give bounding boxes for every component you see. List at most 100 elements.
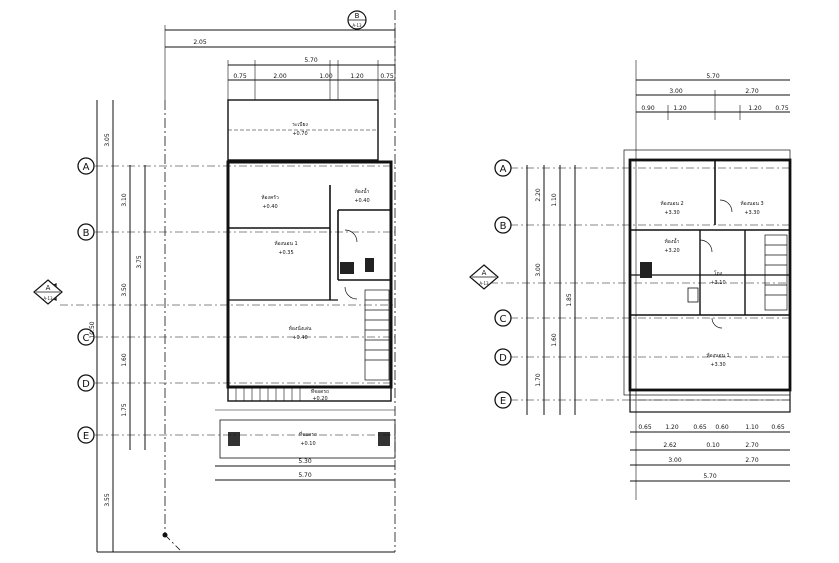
grid-bubble-b: B bbox=[77, 223, 95, 241]
grid-bubble-e: E bbox=[494, 391, 512, 409]
svg-text:+0.35: +0.35 bbox=[278, 250, 293, 256]
svg-text:ห้องนอน 2: ห้องนอน 2 bbox=[660, 200, 683, 207]
svg-text:+3.20: +3.20 bbox=[664, 248, 679, 254]
svg-text:+3.10: +3.10 bbox=[710, 280, 725, 286]
svg-text:0.65: 0.65 bbox=[693, 424, 707, 431]
svg-text:E: E bbox=[83, 431, 89, 442]
right-room-tags: ห้องนอน 2 +3.30 ห้องนอน 3 +3.30 ห้องน้ำ +3.… bbox=[660, 200, 763, 368]
room-tag-bedroom-1: ห้องนอน 1 +0.35 bbox=[274, 240, 297, 256]
svg-text:A-13: A-13 bbox=[352, 23, 362, 28]
svg-text:2.05: 2.05 bbox=[193, 39, 207, 46]
svg-text:3.75: 3.75 bbox=[136, 255, 143, 269]
svg-text:ห้องนอน 1: ห้องนอน 1 bbox=[274, 240, 297, 247]
svg-text:2.70: 2.70 bbox=[745, 457, 759, 464]
room-tag-bedroom-2: ห้องนอน 2 +3.30 bbox=[660, 200, 683, 216]
svg-text:3.10: 3.10 bbox=[121, 193, 128, 207]
svg-text:0.75: 0.75 bbox=[380, 73, 394, 80]
svg-text:+3.30: +3.30 bbox=[710, 362, 725, 368]
grid-bubble-e: E bbox=[77, 426, 95, 444]
svg-text:1.10: 1.10 bbox=[745, 424, 759, 431]
svg-text:+3.30: +3.30 bbox=[744, 210, 759, 216]
svg-text:0.75: 0.75 bbox=[233, 73, 247, 80]
svg-text:ห้องนอน 3: ห้องนอน 3 bbox=[740, 200, 763, 207]
svg-text:1.10: 1.10 bbox=[551, 193, 558, 207]
left-room-tags: ระเบียง+0.70 ห้องครัว+0.40 ห้องน้ำ+0.40 … bbox=[261, 121, 369, 447]
svg-text:ที่จอดรถ: ที่จอดรถ bbox=[299, 431, 317, 438]
svg-text:ห้องนอน 1: ห้องนอน 1 bbox=[706, 352, 729, 359]
svg-text:A: A bbox=[46, 284, 51, 292]
svg-text:A-13: A-13 bbox=[43, 296, 53, 301]
svg-text:5.70: 5.70 bbox=[706, 73, 720, 80]
svg-text:1.20: 1.20 bbox=[673, 105, 687, 112]
left-grid-labels: A B C D E bbox=[77, 157, 95, 444]
svg-text:5.30: 5.30 bbox=[298, 458, 312, 465]
grid-bubble-d: D bbox=[494, 348, 512, 366]
svg-text:B: B bbox=[500, 221, 507, 232]
svg-text:3.00: 3.00 bbox=[668, 457, 682, 464]
svg-text:ห้องน้ำ: ห้องน้ำ bbox=[355, 186, 370, 195]
room-tag-bath: ห้องน้ำ +3.20 bbox=[664, 236, 679, 254]
room-tag-bedroom-3: ห้องนอน 3 +3.30 bbox=[740, 200, 763, 216]
svg-text:ห้องน้ำ: ห้องน้ำ bbox=[665, 236, 680, 245]
svg-text:0.65: 0.65 bbox=[638, 424, 652, 431]
grid-bubble-c: C bbox=[77, 328, 95, 346]
svg-text:0.65: 0.65 bbox=[771, 424, 785, 431]
svg-text:5.70: 5.70 bbox=[304, 57, 318, 64]
left-floor-plan bbox=[60, 10, 396, 553]
svg-text:A: A bbox=[83, 162, 90, 173]
left-dimensions: 2.05 5.70 0.75 2.00 1.00 1.20 0.75 5.30 … bbox=[89, 39, 394, 507]
svg-text:C: C bbox=[500, 314, 507, 325]
svg-text:3.50: 3.50 bbox=[121, 283, 128, 297]
svg-text:1.85: 1.85 bbox=[566, 293, 573, 307]
room-tag-bedroom-1: ห้องนอน 1 +3.30 bbox=[706, 352, 729, 368]
svg-text:3.00: 3.00 bbox=[535, 263, 542, 277]
right-dimensions: 5.70 3.00 2.70 0.90 1.20 1.20 0.75 0.65 … bbox=[535, 73, 789, 480]
svg-text:3.55: 3.55 bbox=[104, 493, 111, 507]
grid-bubble-d: D bbox=[77, 374, 95, 392]
grid-bubble-c: C bbox=[494, 309, 512, 327]
svg-text:+0.40: +0.40 bbox=[354, 198, 369, 204]
svg-text:3.00: 3.00 bbox=[669, 88, 683, 95]
svg-text:1.20: 1.20 bbox=[350, 73, 364, 80]
svg-text:1.75: 1.75 bbox=[121, 403, 128, 417]
svg-text:ที่จอดรถ: ที่จอดรถ bbox=[311, 388, 329, 395]
svg-text:0.60: 0.60 bbox=[715, 424, 729, 431]
svg-text:โถง: โถง bbox=[714, 270, 723, 277]
room-tag-bath: ห้องน้ำ +0.40 bbox=[354, 186, 369, 204]
svg-text:2.70: 2.70 bbox=[745, 88, 759, 95]
svg-text:2.20: 2.20 bbox=[535, 188, 542, 202]
svg-text:B: B bbox=[355, 12, 360, 20]
room-tag-hall: โถง +3.10 bbox=[710, 270, 725, 286]
svg-text:D: D bbox=[499, 353, 507, 364]
svg-text:5.70: 5.70 bbox=[298, 472, 312, 479]
svg-text:1.70: 1.70 bbox=[535, 373, 542, 387]
svg-text:0.75: 0.75 bbox=[775, 105, 789, 112]
top-section-marker: B A-13 bbox=[347, 10, 367, 30]
room-tag-kitchen: ห้องครัว +0.40 bbox=[261, 194, 279, 210]
svg-text:A-13: A-13 bbox=[479, 281, 489, 286]
svg-text:ห้องครัว: ห้องครัว bbox=[261, 194, 279, 201]
grid-bubble-a: A bbox=[77, 157, 95, 175]
svg-text:2.62: 2.62 bbox=[663, 442, 677, 449]
right-section-marker: A A-13 bbox=[469, 264, 499, 290]
svg-text:+0.10: +0.10 bbox=[300, 441, 315, 447]
svg-text:+0.70: +0.70 bbox=[292, 131, 307, 137]
svg-text:0.10: 0.10 bbox=[706, 442, 720, 449]
svg-text:A: A bbox=[500, 164, 507, 175]
svg-text:2.70: 2.70 bbox=[745, 442, 759, 449]
svg-text:+3.30: +3.30 bbox=[664, 210, 679, 216]
svg-text:1.00: 1.00 bbox=[319, 73, 333, 80]
svg-text:1.20: 1.20 bbox=[748, 105, 762, 112]
svg-text:5.70: 5.70 bbox=[703, 473, 717, 480]
svg-text:C: C bbox=[83, 333, 90, 344]
svg-text:+0.40: +0.40 bbox=[262, 204, 277, 210]
room-tag-porch: ที่จอดรถ+0.20 bbox=[311, 388, 329, 402]
room-tag-terrace: ระเบียง+0.70 bbox=[292, 121, 308, 137]
right-floor-plan bbox=[490, 60, 792, 500]
svg-text:1.60: 1.60 bbox=[551, 333, 558, 347]
right-grid-labels: A B C D E bbox=[494, 159, 512, 409]
svg-text:1.20: 1.20 bbox=[665, 424, 679, 431]
room-tag-living: ห้องนั่งเล่น+0.40 bbox=[289, 325, 312, 341]
svg-text:1.60: 1.60 bbox=[121, 353, 128, 367]
